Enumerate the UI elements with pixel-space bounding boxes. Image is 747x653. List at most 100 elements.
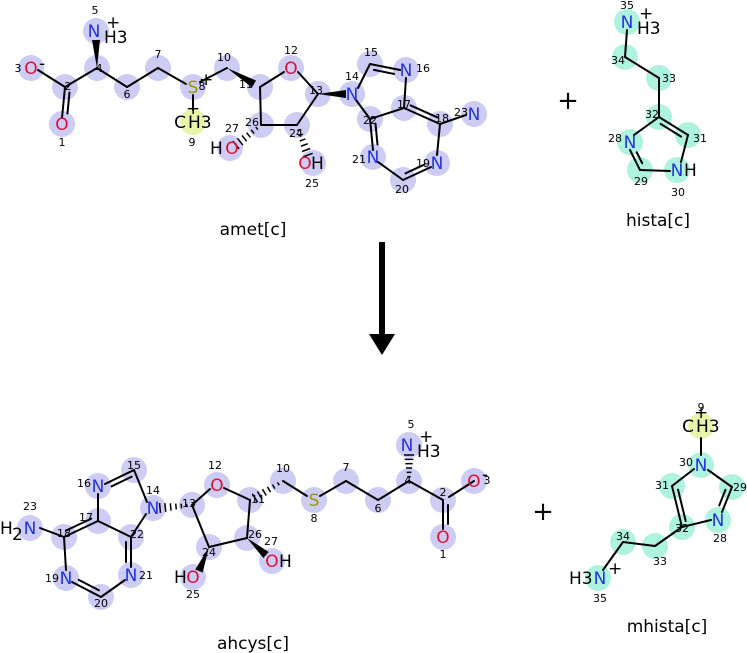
hash-mark [256, 491, 263, 500]
bond [296, 93, 319, 126]
hash-mark [300, 143, 309, 147]
atom-number: 35 [620, 0, 634, 12]
bond [297, 71, 319, 95]
atom-number: 20 [94, 597, 108, 610]
bond [246, 499, 251, 539]
atom-number: 1 [440, 548, 447, 561]
atom-number: 18 [57, 527, 71, 540]
hash-mark [236, 137, 244, 146]
bond [208, 537, 248, 548]
atom-number: 29 [733, 481, 747, 494]
bond [66, 91, 71, 115]
bond [409, 104, 439, 119]
bond [110, 475, 133, 488]
atom-number: 28 [608, 132, 622, 145]
atom-number: 15 [127, 459, 141, 472]
h-amet-O25: H [311, 154, 324, 174]
hash-mark [164, 503, 167, 512]
charge-hista-N35: + [639, 4, 653, 24]
h3-mhista-C9: H3 [696, 417, 720, 437]
bond [402, 166, 432, 181]
atom-number: 33 [662, 72, 676, 85]
atom-number: 16 [77, 477, 91, 490]
h-ahcys-O27: H [279, 552, 292, 572]
bond [639, 169, 671, 172]
bond [71, 581, 102, 598]
atom-hista-N28: N [624, 133, 637, 153]
atom-amet-N16: N [400, 61, 413, 81]
atom-amet-N14: N [346, 85, 359, 105]
highlight-amet-N23 [461, 101, 487, 127]
highlight-mhista-C9 [688, 413, 714, 439]
atom-number: 11 [251, 493, 265, 506]
hashed-bond [404, 454, 414, 478]
atom-number: 2 [65, 80, 72, 93]
hashed-bond [297, 128, 313, 158]
bond [157, 67, 187, 85]
atom-amet-N23: N [468, 105, 481, 125]
atom-number: 13 [182, 497, 196, 510]
atom-number: 25 [305, 177, 319, 190]
atom-ahcys-O3: O [467, 472, 480, 492]
hashed-bond [232, 126, 259, 150]
wedge-bond [227, 68, 257, 88]
atom-number: 19 [45, 572, 59, 585]
bond [61, 86, 66, 119]
h-ahcys-N23: H [0, 519, 13, 539]
atom-amet-C9: C [174, 113, 186, 133]
bond [199, 67, 228, 83]
charge-amet-C9: + [186, 99, 200, 119]
h3-mhista-N35: H3 [569, 569, 593, 589]
atom-number: 22 [363, 114, 377, 127]
atom-number: 3 [15, 62, 22, 75]
atom-number: 9 [189, 136, 196, 149]
bond [374, 122, 379, 146]
charge-amet-N5: + [106, 13, 120, 33]
bond [39, 527, 65, 538]
atom-ahcys-N5: N [401, 436, 414, 456]
atom-amet-O12: O [284, 59, 297, 79]
atom-number: 21 [139, 569, 153, 582]
bond [436, 123, 441, 156]
h3-amet-C9: H3 [188, 113, 212, 133]
reaction-arrow [369, 242, 395, 355]
wedge-bond [92, 39, 100, 68]
highlight-hista-N35 [614, 9, 640, 35]
hash-mark [158, 502, 162, 514]
highlight-amet-N5 [83, 18, 109, 44]
bond [403, 77, 407, 109]
h-hista-N30: H [684, 161, 697, 181]
hash-mark [250, 129, 255, 134]
compound-label-hista: hista[c] [626, 211, 690, 231]
atom-mhista-N28: N [712, 511, 725, 531]
wedge-bond [247, 538, 269, 558]
atom-ahcys-N21: N [125, 566, 138, 586]
atom-number: 10 [276, 462, 290, 475]
bond [448, 480, 475, 498]
atom-number: 22 [130, 528, 144, 541]
atom-amet-N19: N [431, 154, 444, 174]
wedge-bond [195, 547, 209, 573]
bond [104, 469, 135, 485]
atom-number: 28 [713, 532, 727, 545]
atom-amet-N21: N [367, 148, 380, 168]
atom-number: 12 [284, 44, 298, 57]
hash-mark [232, 140, 240, 150]
highlight-amet-O27 [217, 135, 243, 161]
atom-ahcys-N23: N [24, 519, 37, 539]
highlight-amet-N19 [424, 150, 450, 176]
atom-number: 31 [693, 132, 707, 145]
highlight-amet-S8 [180, 74, 206, 100]
atom-number: 23 [23, 500, 37, 513]
hash-mark [301, 147, 311, 153]
atom-number: 25 [186, 588, 200, 601]
hash-mark [251, 493, 259, 503]
highlight-amet-N16 [393, 57, 419, 83]
compound-label-mhista: mhista[c] [627, 617, 708, 637]
atom-number: 24 [202, 546, 216, 559]
highlight-amet-O12 [278, 55, 304, 81]
bond [369, 107, 405, 120]
highlight-ahcys-N23 [17, 515, 43, 541]
